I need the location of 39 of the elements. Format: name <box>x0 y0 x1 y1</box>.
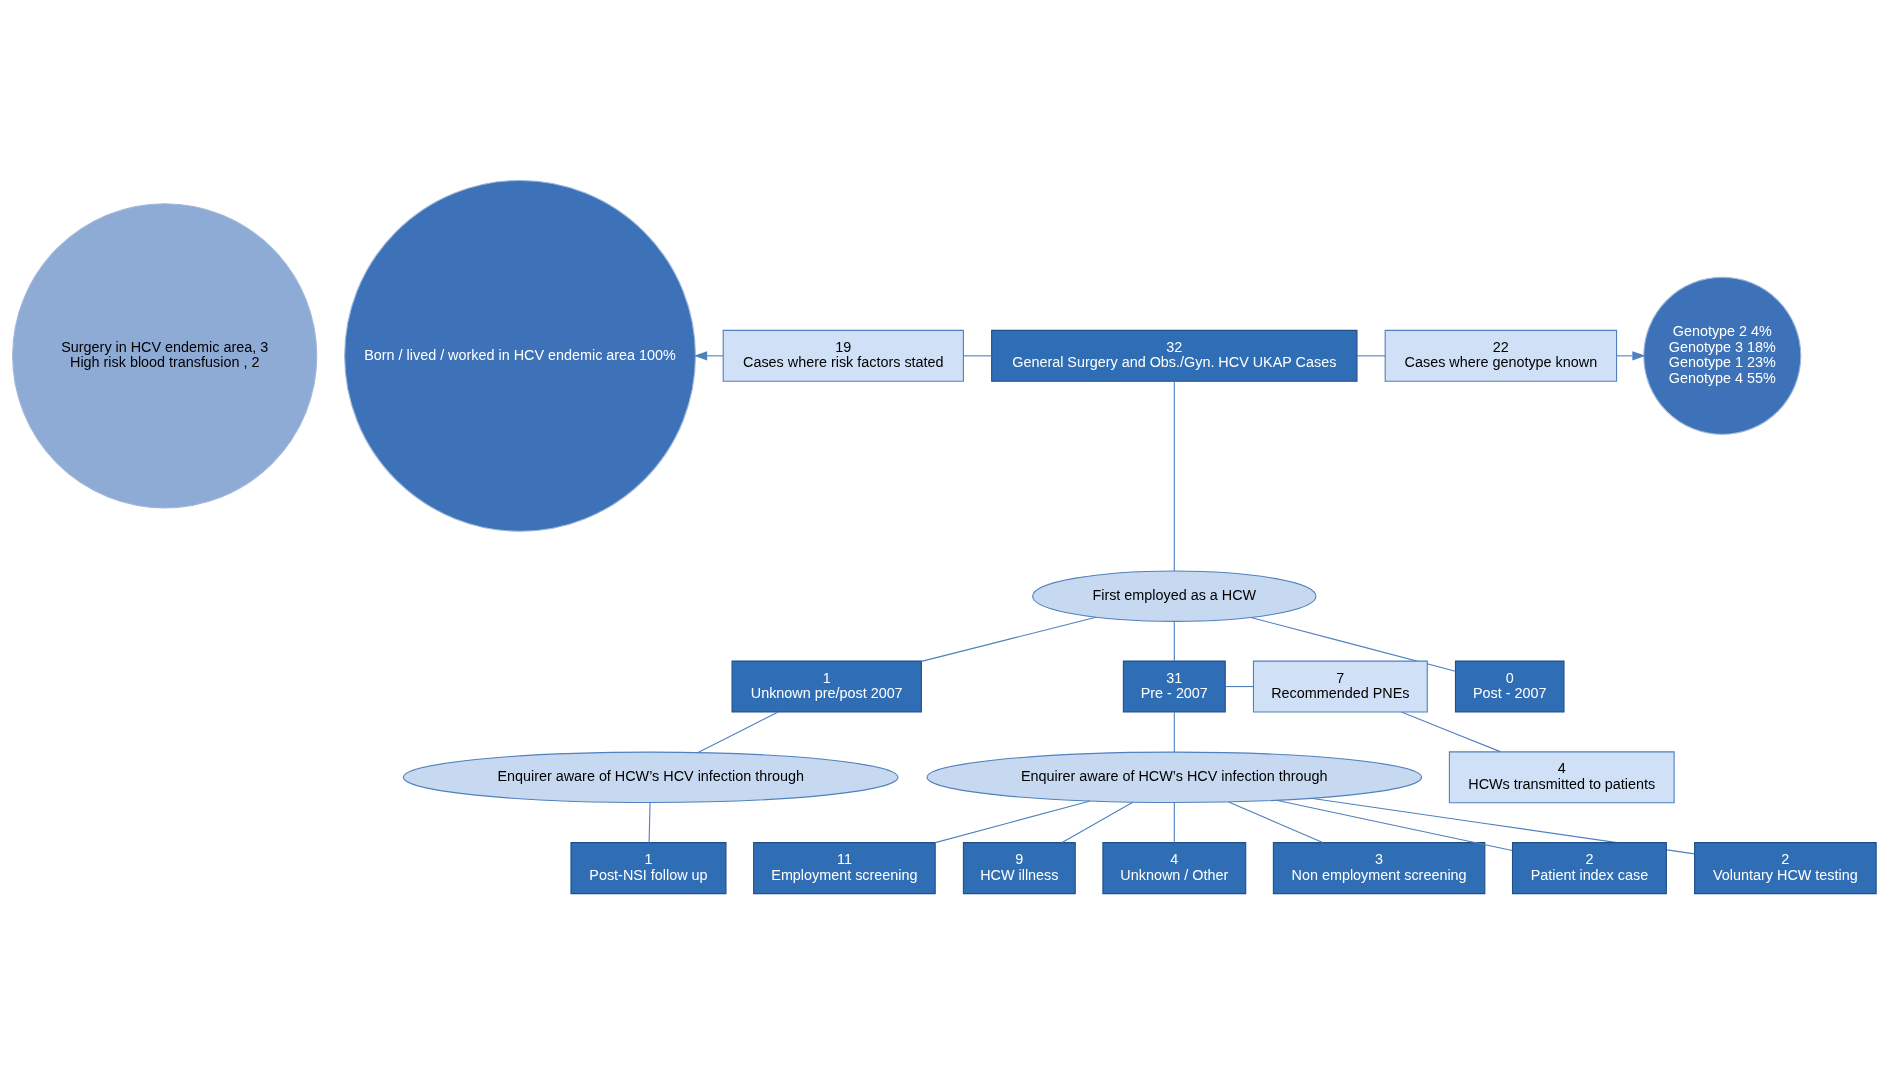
arrow <box>693 350 724 360</box>
node-box: 31 Pre - 2007 <box>1122 660 1226 713</box>
node-box: 2 Voluntary HCW testing <box>1694 841 1877 894</box>
connector <box>1173 380 1175 572</box>
node-box: 4 Unknown / Other <box>1102 841 1247 894</box>
connector <box>1250 616 1457 672</box>
node-box: 4 HCWs transmitted to patients <box>1448 750 1675 803</box>
connector <box>934 799 1091 843</box>
node-circle: Genotype 2 4% Genotype 3 18% Genotype 1 23% Genotype 4 55% <box>1643 276 1802 435</box>
connector <box>648 801 651 843</box>
node-circle: Surgery in HCV endemic area, 3 High risk blood transfusion , 2 <box>12 202 318 508</box>
node-box: 7 Recommended PNEs <box>1252 660 1428 713</box>
node-box: 1 Post-NSI follow up <box>570 841 727 894</box>
connector <box>921 616 1097 662</box>
connector <box>1228 800 1324 843</box>
node-box: 19 Cases where risk factors stated <box>722 329 964 382</box>
connector <box>1061 801 1134 843</box>
connector <box>1173 711 1175 753</box>
arrow <box>1616 350 1646 360</box>
node-box: 1 Unknown pre/post 2007 <box>731 660 922 713</box>
node-box: 11 Employment screening <box>753 841 936 894</box>
node-box: 3 Non employment screening <box>1272 841 1486 894</box>
connector <box>963 354 993 356</box>
connector <box>1173 620 1175 662</box>
node-box: 9 HCW illness <box>962 841 1076 894</box>
node-box: 0 Post - 2007 <box>1454 660 1565 713</box>
node-box: 2 Patient index case <box>1511 841 1667 894</box>
connector <box>1275 799 1513 851</box>
connector <box>1173 801 1175 843</box>
connector <box>697 711 779 753</box>
node-ellipse: First employed as a HCW <box>1032 569 1317 622</box>
node-ellipse: Enquirer aware of HCW’s HCV infection through <box>402 751 899 803</box>
node-box: 32 General Surgery and Obs./Gyn. HCV UKAP Cases <box>991 329 1358 382</box>
node-box: 22 Cases where genotype known <box>1384 329 1618 382</box>
node-ellipse: Enquirer aware of HCW’s HCV infection through <box>926 751 1423 803</box>
connector <box>1400 711 1502 752</box>
node-circle: Born / lived / worked in HCV endemic area 100% <box>344 179 696 532</box>
connector <box>1356 354 1386 356</box>
connector <box>1225 685 1254 687</box>
